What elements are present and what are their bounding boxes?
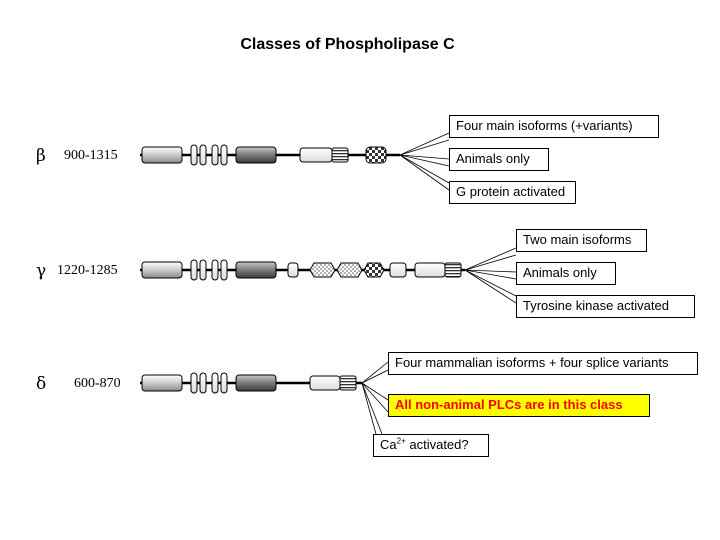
gamma-callout-isoforms: Two main isoforms	[516, 229, 647, 252]
beta-c2-domain	[331, 147, 349, 163]
beta-y-domain	[299, 147, 333, 163]
delta-ef-hands	[190, 372, 228, 394]
gamma-y-domain	[414, 262, 446, 278]
delta-protein	[140, 372, 362, 394]
delta-range: 600-870	[74, 376, 121, 391]
delta-symbol: δ	[36, 374, 47, 394]
delta-c2-domain	[339, 375, 357, 391]
delta-callout-non-animal: All non-animal PLCs are in this class	[388, 394, 650, 417]
gamma-sh3	[363, 262, 385, 278]
gamma-ef-hands	[190, 259, 228, 281]
delta-leader-lines	[361, 361, 389, 435]
calcium-suffix: activated?	[405, 437, 469, 452]
beta-ct-domain	[365, 146, 387, 164]
beta-ph-domain	[141, 146, 183, 164]
beta-x-domain	[235, 146, 277, 164]
delta-y-domain	[309, 375, 341, 391]
beta-leader-lines	[399, 132, 450, 191]
gamma-range: 1220-1285	[57, 263, 118, 278]
delta-callout-calcium: Ca2+ activated?	[373, 434, 489, 457]
gamma-x-domain	[235, 261, 277, 279]
gamma-sh2-b	[336, 262, 363, 278]
page-title: Classes of Phospholipase C	[240, 36, 455, 53]
beta-callout-isoforms: Four main isoforms (+variants)	[449, 115, 659, 138]
gamma-leader-lines	[464, 247, 517, 304]
gamma-callout-animals: Animals only	[516, 262, 616, 285]
gamma-symbol: γ	[36, 261, 47, 281]
delta-callout-isoforms: Four mammalian isoforms + four splice va…	[388, 352, 698, 375]
gamma-c2-domain	[444, 262, 462, 278]
gamma-callout-activation: Tyrosine kinase activated	[516, 295, 695, 318]
beta-callout-activation: G protein activated	[449, 181, 576, 204]
calcium-prefix: Ca	[380, 437, 397, 452]
gamma-protein	[140, 259, 465, 281]
delta-x-domain	[235, 374, 277, 392]
beta-callout-animals: Animals only	[449, 148, 549, 171]
beta-ef-hands	[190, 144, 228, 166]
gamma-split-ph-1	[287, 262, 299, 278]
delta-ph-domain	[141, 374, 183, 392]
gamma-sh2-a	[309, 262, 336, 278]
gamma-split-ph-2	[389, 262, 407, 278]
beta-protein	[140, 144, 400, 166]
beta-range: 900-1315	[64, 148, 118, 163]
beta-symbol: β	[36, 146, 46, 166]
gamma-ph-domain	[141, 261, 183, 279]
calcium-charge: 2+	[396, 436, 406, 446]
